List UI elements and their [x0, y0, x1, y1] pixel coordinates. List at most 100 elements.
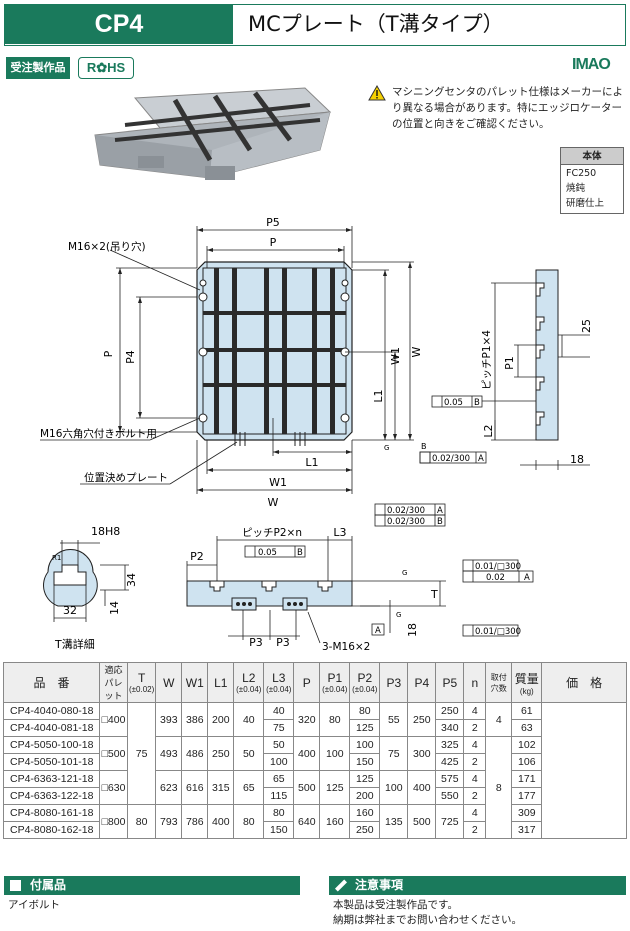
rohs-badge: R✿HS — [78, 57, 134, 79]
flat-2-ref: A — [524, 573, 530, 583]
col-p5: P5 — [435, 662, 465, 703]
tol-2-ref: A — [437, 506, 443, 516]
col-w: W — [155, 662, 183, 703]
table-row: CP4-4040-080-18 □400 75 393 386 200 40 4… — [3, 702, 627, 839]
notes-heading: 注意事項 — [329, 876, 626, 895]
dim-p3-b: P3 — [276, 636, 290, 649]
flat-3: 0.01/□300 — [475, 627, 521, 637]
par-b-ref: B — [297, 548, 303, 558]
made-to-order-badge: 受注製作品 — [6, 57, 70, 79]
ref-a-label: A — [375, 626, 381, 636]
col-w1: W1 — [181, 662, 209, 703]
dim-l1-h: L1 — [305, 456, 318, 469]
dim-34: 34 — [125, 573, 138, 587]
warning-text: マシニングセンタのパレット仕様はメーカーにより異なる場合があります。特にエッジロ… — [392, 86, 623, 130]
side-view-right: ピッチP1×4 P1 L2 25 18 0.05 B — [431, 269, 593, 470]
m16-hang-label: M16×2(吊り穴) — [68, 240, 146, 253]
pencil-icon — [334, 879, 348, 892]
notes-line: 本製品は受注製作品です。 — [333, 899, 458, 911]
table-row: CP4-6363-122-18 115 200 550 2 177 — [3, 787, 627, 805]
col-holes: 取付穴数 — [485, 662, 513, 703]
flat-2: 0.02 — [486, 573, 505, 583]
dim-32: 32 — [63, 604, 77, 617]
m16-bolt-label: M16六角穴付きボルト用 — [40, 427, 157, 440]
technical-drawing: P5 P M16×2(吊り穴) M16六角穴付きボルト用 位置決めプレート P … — [40, 87, 593, 653]
dim-p3-a: P3 — [249, 636, 263, 649]
accessory-heading: 付属品 — [4, 876, 300, 895]
warning-note: マシニングセンタのパレット仕様はメーカーにより異なる場合があります。特にエッジロ… — [368, 84, 623, 132]
tslot-detail: 18H8 34 32 14 R1 T溝詳細 — [43, 525, 138, 651]
col-p2: P2(±0.04) — [349, 662, 381, 703]
surface-mark-g3: G — [396, 611, 401, 619]
material-line: FC250 — [566, 168, 597, 179]
brand-logo: IMAO — [572, 56, 611, 73]
dim-p4: P4 — [124, 350, 137, 364]
table-row: CP4-8080-161-18 □800 80 793 786 400 80 8… — [3, 804, 627, 839]
col-p3: P3 — [379, 662, 409, 703]
pitch-p1-label: ピッチP1×4 — [481, 330, 493, 390]
par-05-label: 0.05 — [444, 398, 463, 408]
tol-1: 0.02/300 — [432, 454, 470, 464]
dim-w1-h: W1 — [269, 476, 287, 489]
product-header: CP4 MCプレート（T溝タイプ） — [4, 4, 626, 46]
table-row: CP4-6363-121-18 □630 623 616 315 65 65 5… — [3, 770, 627, 805]
dim-p: P — [270, 236, 277, 249]
col-pallet: 適応パレット — [99, 662, 128, 703]
table-row: CP4-5050-100-18 □500 493 486 250 50 50 4… — [3, 736, 627, 839]
locate-plate-label: 位置決めプレート — [84, 471, 168, 484]
material-line: 焼鈍 — [566, 183, 586, 194]
col-p4: P4 — [407, 662, 437, 703]
tslot-detail-label: T溝詳細 — [54, 637, 95, 651]
dim-p5: P5 — [266, 216, 280, 229]
col-p1: P1(±0.04) — [319, 662, 351, 703]
dim-18-front: 18 — [406, 623, 419, 637]
table-header-row: 品 番 適応パレット T(±0.02) W W1 L1 L2(±0.04) L3… — [3, 662, 627, 703]
spec-table: 品 番 適応パレット T(±0.02) W W1 L1 L2(±0.04) L3… — [3, 662, 627, 839]
table-row: CP4-5050-101-18 100 150 425 2 106 — [3, 753, 627, 771]
flat-1: 0.01/□300 — [475, 562, 521, 572]
dim-18h8: 18H8 — [91, 525, 120, 538]
col-n: n — [463, 662, 487, 703]
material-line: 研磨仕上 — [566, 198, 605, 209]
dim-p2: P2 — [190, 550, 204, 563]
surface-mark-g2: G — [402, 569, 407, 577]
dim-w1-v: W1 — [389, 347, 402, 365]
dim-14: 14 — [108, 601, 121, 615]
col-l1: L1 — [207, 662, 235, 703]
product-photo — [94, 87, 332, 180]
col-p: P — [293, 662, 321, 703]
ref-b-label: B — [421, 442, 427, 451]
surface-mark-g: G — [384, 444, 389, 452]
m16x2-label: 3-M16×2 — [322, 641, 370, 653]
dim-p1: P1 — [503, 356, 516, 370]
notes-line: 納期は弊社までお問い合わせください。 — [333, 914, 522, 926]
col-part: 品 番 — [3, 662, 100, 703]
r1-label: R1 — [52, 554, 61, 562]
par-05-ref: B — [474, 398, 480, 408]
product-title: MCプレート（T溝タイプ） — [248, 12, 504, 36]
pitch-p2-label: ピッチP2×n — [242, 527, 302, 539]
dim-w-h: W — [268, 496, 279, 509]
dim-t: T — [430, 588, 438, 601]
dim-p-left: P — [102, 350, 115, 357]
accessory-text: アイボルト — [8, 899, 60, 911]
product-code: CP4 — [5, 5, 233, 44]
tol-3: 0.02/300 — [387, 517, 425, 527]
dim-l1-v: L1 — [372, 389, 385, 402]
col-t: T(±0.02) — [126, 662, 157, 703]
col-l2: L2(±0.04) — [233, 662, 265, 703]
front-view: ピッチP2×n L3 P2 0.05 B P3 P3 3-M16×2 T 18 … — [186, 526, 534, 653]
dim-l3: L3 — [333, 526, 346, 539]
plan-view: P5 P M16×2(吊り穴) M16六角穴付きボルト用 位置決めプレート P … — [40, 216, 487, 527]
dim-25: 25 — [580, 319, 593, 333]
par-b-label: 0.05 — [258, 548, 277, 558]
dim-w-v: W — [410, 346, 423, 357]
col-mass: 質量(kg) — [511, 662, 543, 703]
tol-1-ref: A — [478, 454, 484, 464]
accessory-icon — [10, 880, 21, 891]
table-row: CP4-8080-162-18 150 250 2 317 — [3, 821, 627, 839]
table-row: CP4-4040-081-18 75 125 340 2 63 — [3, 719, 627, 737]
material-header: 本体 — [561, 148, 623, 165]
warning-icon — [368, 85, 386, 101]
material-box: 本体 FC250 焼鈍 研磨仕上 — [560, 147, 624, 214]
